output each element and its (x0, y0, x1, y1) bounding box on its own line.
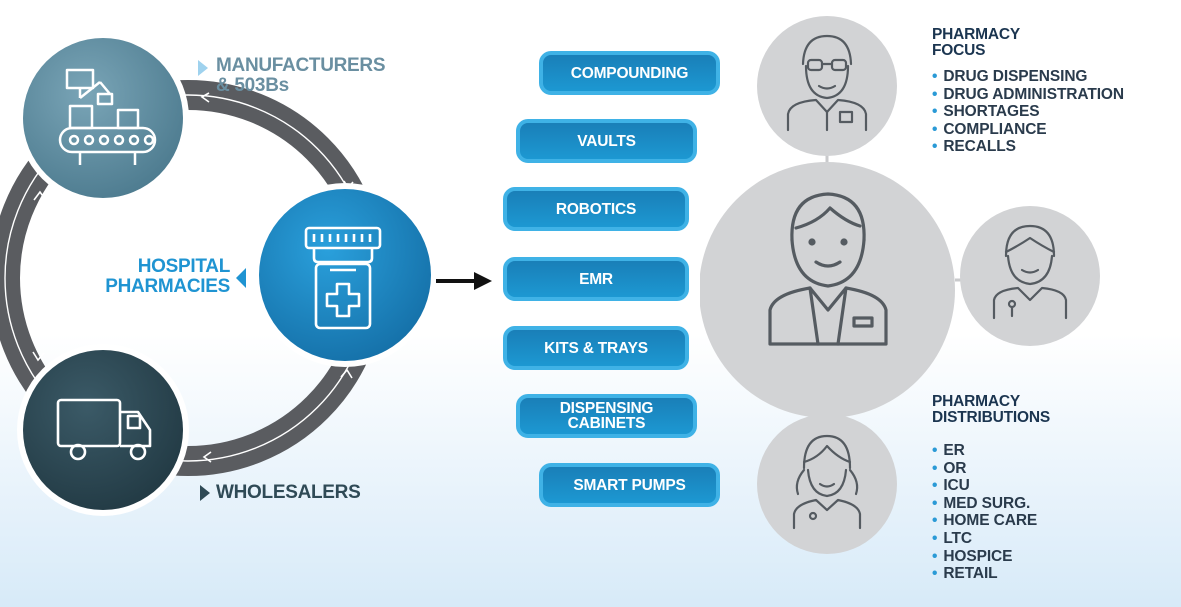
pill-dispensing-cabinets: DISPENSING CABINETS (516, 394, 697, 438)
people-network (700, 16, 1100, 554)
pharmacist-circle (757, 16, 897, 156)
distribution-item: MED SURG. (932, 495, 1037, 513)
pill-kits-trays: KITS & TRAYS (503, 326, 689, 370)
pharmacist-icon (786, 34, 868, 132)
manufacturer-circle (23, 38, 183, 198)
pill-robotics: ROBOTICS (503, 187, 689, 231)
distribution-item: HOME CARE (932, 512, 1037, 530)
pill-emr: EMR (503, 257, 689, 301)
wholesaler-circle (23, 350, 183, 510)
focus-item: DRUG DISPENSING (932, 68, 1124, 86)
focus-item: COMPLIANCE (932, 121, 1124, 139)
pill-vaults: VAULTS (516, 119, 697, 163)
female-nurse-circle (757, 414, 897, 554)
hospital-circle (259, 189, 431, 361)
pill-smart-pumps: SMART PUMPS (539, 463, 720, 507)
supply-cycle (0, 32, 437, 516)
distribution-item: LTC (932, 530, 1037, 548)
focus-list: DRUG DISPENSING DRUG ADMINISTRATION SHOR… (932, 68, 1124, 156)
nurse-icon (992, 224, 1068, 320)
wholesalers-pointer-icon (200, 485, 210, 501)
doctor-circle (700, 162, 955, 418)
wholesalers-label: WHOLESALERS (216, 482, 361, 503)
distribution-item: ICU (932, 477, 1037, 495)
hospital-pointer-icon (236, 268, 246, 288)
focus-heading: PHARMACY FOCUS (932, 26, 1020, 59)
distribution-item: ER (932, 442, 1037, 460)
manufacturers-pointer-icon (198, 60, 208, 76)
doctor-icon (768, 192, 888, 346)
flow-arrow-icon (436, 272, 492, 290)
delivery-truck-icon (56, 398, 152, 461)
distributions-heading: PHARMACY DISTRIBUTIONS (932, 393, 1050, 426)
pill-bottle-icon (304, 226, 382, 330)
female-nurse-icon (792, 434, 862, 530)
distribution-item: RETAIL (932, 565, 1037, 583)
pill-compounding: COMPOUNDING (539, 51, 720, 95)
distribution-item: OR (932, 460, 1037, 478)
hospital-pharmacies-label: HOSPITAL PHARMACIES (105, 256, 230, 297)
focus-item: DRUG ADMINISTRATION (932, 86, 1124, 104)
factory-conveyor-icon (58, 68, 157, 165)
distributions-list: ER OR ICU MED SURG. HOME CARE LTC HOSPIC… (932, 442, 1037, 583)
focus-item: SHORTAGES (932, 103, 1124, 121)
manufacturers-label: MANUFACTURERS & 503Bs (216, 55, 386, 96)
distribution-item: HOSPICE (932, 548, 1037, 566)
focus-item: RECALLS (932, 138, 1124, 156)
